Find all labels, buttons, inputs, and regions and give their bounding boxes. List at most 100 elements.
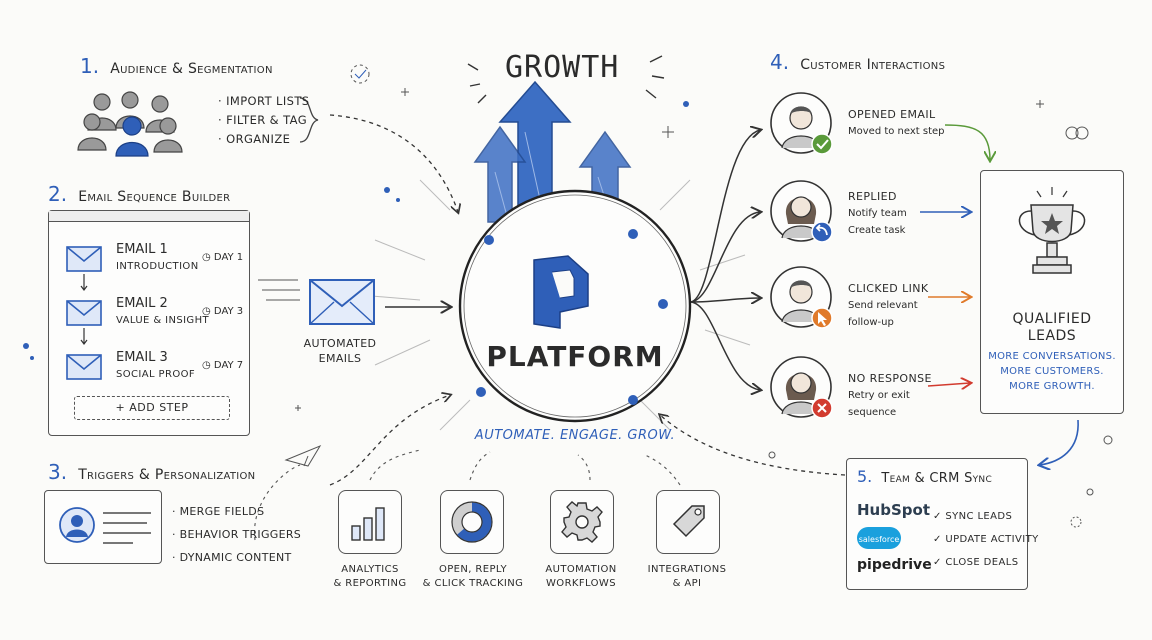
tracking-tile[interactable] <box>440 490 504 554</box>
feature-line: OPEN, REPLY <box>438 564 508 575</box>
envelope-icon <box>66 300 102 326</box>
section2-heading: 2. Email Sequence Builder <box>48 182 230 206</box>
interaction-title: OPENED EMAIL <box>848 108 936 121</box>
leads-line: MORE CONVERSATIONS. <box>988 351 1116 362</box>
section1-title: Audience & Segmentation <box>110 61 273 77</box>
section1-number: 1. <box>80 54 100 78</box>
automated-line2: EMAILS <box>318 352 362 365</box>
hubspot-logo: HubSpot <box>857 501 930 519</box>
crm-check-item: ✓ UPDATE ACTIVITY <box>933 534 1039 545</box>
step-arrows <box>80 274 88 345</box>
growth-title: GROWTH <box>505 50 620 85</box>
clock-icon: ◷ <box>202 252 211 263</box>
interaction-no-response: NO RESPONSE Retry or exit sequence <box>848 370 932 421</box>
crm-check-item: ✓ CLOSE DEALS <box>933 557 1019 568</box>
gear-icon <box>561 501 603 543</box>
leads-title-line1: QUALIFIED <box>1012 311 1092 327</box>
salesforce-logo-text: salesforce <box>858 535 900 544</box>
profile-avatar-icon <box>59 507 95 543</box>
interaction-title: CLICKED LINK <box>848 282 929 295</box>
interaction-line: Retry or exit <box>848 390 910 401</box>
feature-line: INTEGRATIONS <box>647 564 727 575</box>
section1-heading: 1. Audience & Segmentation <box>80 54 273 78</box>
qualified-leads-card: QUALIFIED LEADS MORE CONVERSATIONS. MORE… <box>980 170 1124 414</box>
feature-line: AUTOMATION <box>545 564 617 575</box>
interaction-line: follow-up <box>848 317 894 328</box>
text-lines-icon <box>103 512 151 544</box>
envelope-icon <box>66 354 102 380</box>
interaction-line: Notify team <box>848 208 907 219</box>
envelope-icon <box>66 246 102 272</box>
email-subtitle: INTRODUCTION <box>116 261 199 272</box>
crm-checklist: ✓ SYNC LEADS ✓ UPDATE ACTIVITY ✓ CLOSE D… <box>933 505 1039 574</box>
section3-item: · DYNAMIC CONTENT <box>172 551 292 564</box>
section3-list: · MERGE FIELDS · BEHAVIOR TRIGGERS · DYN… <box>172 500 301 569</box>
add-step-button[interactable]: + ADD STEP <box>74 396 230 420</box>
interaction-title: REPLIED <box>848 190 897 203</box>
section3-item: · MERGE FIELDS <box>172 505 265 518</box>
interaction-line: Moved to next step <box>848 126 945 137</box>
platform-tagline: AUTOMATE. ENGAGE. GROW. <box>474 428 676 443</box>
section2-number: 2. <box>48 182 68 206</box>
feature-line: & CLICK TRACKING <box>422 578 524 589</box>
clock-icon: ◷ <box>202 306 211 317</box>
feature-line: WORKFLOWS <box>546 578 616 589</box>
tracking-label: OPEN, REPLY & CLICK TRACKING <box>418 563 528 591</box>
integrations-tile[interactable] <box>656 490 720 554</box>
automated-line1: AUTOMATED <box>303 337 377 350</box>
person-avatar-icon <box>770 180 833 243</box>
leads-line: MORE CUSTOMERS. <box>1000 366 1104 377</box>
email-subtitle: SOCIAL PROOF <box>116 369 196 380</box>
analytics-label: ANALYTICS & REPORTING <box>318 563 422 591</box>
section2-title: Email Sequence Builder <box>78 189 231 205</box>
person-avatar-icon <box>770 356 833 419</box>
bar-chart-icon <box>351 507 385 541</box>
window-titlebar <box>49 211 249 222</box>
trophy-icon <box>1018 187 1086 274</box>
leads-subtitle: MORE CONVERSATIONS. MORE CUSTOMERS. MORE… <box>981 349 1123 394</box>
section1-list: · IMPORT LISTS · FILTER & TAG · ORGANIZE <box>218 92 309 149</box>
interaction-line: Create task <box>848 225 906 236</box>
workflows-label: AUTOMATION WORKFLOWS <box>531 563 631 591</box>
interaction-opened: OPENED EMAIL Moved to next step <box>848 106 945 140</box>
interaction-line: sequence <box>848 407 897 418</box>
salesforce-logo: salesforce <box>857 527 901 549</box>
interaction-line: Send relevant <box>848 300 918 311</box>
section5-number: 5. <box>857 467 873 486</box>
section1-item: · IMPORT LISTS <box>218 94 310 108</box>
platform-logo-icon <box>533 255 589 329</box>
section5-heading: 5. Team & CRM Sync <box>857 467 992 486</box>
audience-group-icon <box>77 91 183 157</box>
email-day: ◷ DAY 3 <box>202 306 243 317</box>
interaction-replied: REPLIED Notify team Create task <box>848 188 907 239</box>
email-name: EMAIL 3 <box>116 350 168 365</box>
email-day: ◷ DAY 7 <box>202 360 243 371</box>
section4-heading: 4. Customer Interactions <box>770 50 945 74</box>
section3-number: 3. <box>48 460 68 484</box>
pipedrive-logo: pipedrive <box>857 557 932 573</box>
platform-name: PLATFORM <box>486 340 664 373</box>
section1-item: · ORGANIZE <box>218 132 291 146</box>
crm-check-item: ✓ SYNC LEADS <box>933 511 1013 522</box>
person-avatar-icon <box>770 266 833 329</box>
feature-line: & API <box>672 578 702 589</box>
email-day-label: DAY 3 <box>213 306 244 317</box>
section5-title: Team & CRM Sync <box>881 471 993 486</box>
automated-envelope-icon <box>309 279 375 325</box>
interaction-clicked: CLICKED LINK Send relevant follow-up <box>848 280 928 331</box>
person-avatar-icon <box>770 92 833 155</box>
email-name: EMAIL 1 <box>116 242 168 257</box>
section4-number: 4. <box>770 50 790 74</box>
feature-line: ANALYTICS <box>341 564 399 575</box>
interaction-title: NO RESPONSE <box>848 372 932 385</box>
personalization-card <box>44 490 162 564</box>
section4-title: Customer Interactions <box>800 57 946 73</box>
tag-icon <box>672 505 705 538</box>
leads-line: MORE GROWTH. <box>1009 381 1095 392</box>
section3-item: · BEHAVIOR TRIGGERS <box>172 528 302 541</box>
section3-title: Triggers & Personalization <box>78 467 256 483</box>
automated-emails-label: AUTOMATED EMAILS <box>290 336 390 366</box>
workflows-tile[interactable] <box>550 490 614 554</box>
analytics-tile[interactable] <box>338 490 402 554</box>
